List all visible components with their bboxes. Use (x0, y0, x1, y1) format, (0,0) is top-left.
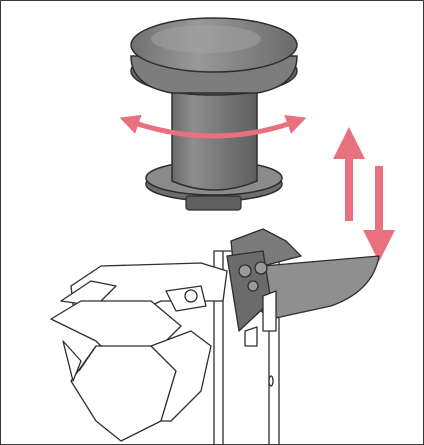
vertical-movement-arrows (333, 127, 395, 262)
spool-knob (130, 17, 298, 211)
holder-base-assembly (50, 228, 380, 444)
rotation-arrow (119, 114, 307, 139)
